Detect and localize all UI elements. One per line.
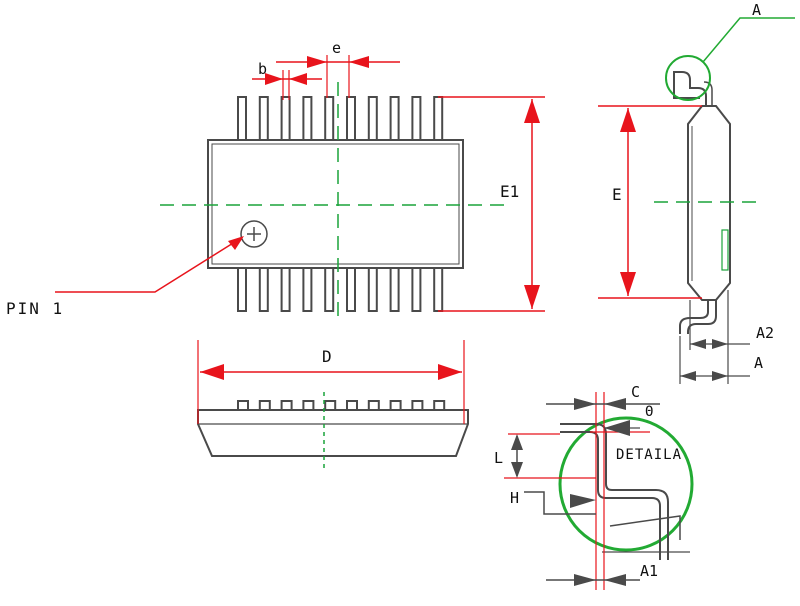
front-body-outline	[197, 409, 469, 457]
front-view: D	[197, 340, 469, 470]
dim-b-label: b	[258, 60, 267, 78]
detail-a-label: DETAILA	[616, 447, 682, 463]
detail-a-leader	[702, 17, 795, 63]
bottom-lead	[258, 267, 269, 312]
dim-H-label: H	[510, 489, 519, 507]
dim-C-label: C	[631, 383, 640, 401]
detail-a-callout-circle	[665, 55, 711, 101]
top-lead	[324, 96, 335, 141]
bottom-lead	[302, 267, 313, 312]
dim-L-label: L	[494, 449, 503, 467]
side-body-outline	[687, 105, 731, 301]
dim-D-label: D	[322, 347, 332, 366]
top-lead	[280, 96, 291, 141]
dim-A2-label: A2	[756, 324, 774, 342]
bottom-lead	[389, 267, 400, 312]
dim-H-leader	[524, 491, 596, 515]
top-lead-row	[237, 96, 444, 141]
top-lead	[302, 96, 313, 141]
dim-E1-label: E1	[500, 182, 519, 201]
top-view: PIN 1 b e E1	[6, 39, 545, 322]
package-body-inner	[211, 143, 460, 265]
bottom-lead	[411, 267, 422, 312]
pin1-marker	[240, 220, 268, 248]
callout-A-label: A	[752, 1, 761, 19]
dim-e-label: e	[332, 39, 341, 57]
top-lead	[389, 96, 400, 141]
dim-A1-label: A1	[640, 562, 658, 580]
package-body-outline	[207, 139, 464, 269]
detail-a-view: C Θ DETAILA L H A1	[494, 383, 694, 590]
pin1-leader	[55, 239, 239, 293]
side-bottom-lead	[679, 300, 709, 334]
bottom-lead	[237, 267, 247, 312]
top-lead	[258, 96, 269, 141]
pin1-label: PIN 1	[6, 299, 64, 318]
top-lead	[411, 96, 422, 141]
dim-E-label: E	[612, 185, 622, 204]
bottom-lead	[346, 267, 356, 312]
bottom-lead	[324, 267, 335, 312]
bottom-lead	[367, 267, 378, 312]
dim-theta-label: Θ	[645, 404, 653, 420]
bottom-lead	[433, 267, 444, 312]
side-view: A E A2 A	[598, 1, 795, 384]
top-lead	[346, 96, 356, 141]
top-lead	[367, 96, 378, 141]
top-lead	[433, 96, 444, 141]
dim-A-label: A	[754, 354, 763, 372]
top-lead	[237, 96, 247, 141]
bottom-lead-row	[237, 267, 444, 312]
bottom-lead	[280, 267, 291, 312]
detail-a-circle	[558, 416, 694, 552]
